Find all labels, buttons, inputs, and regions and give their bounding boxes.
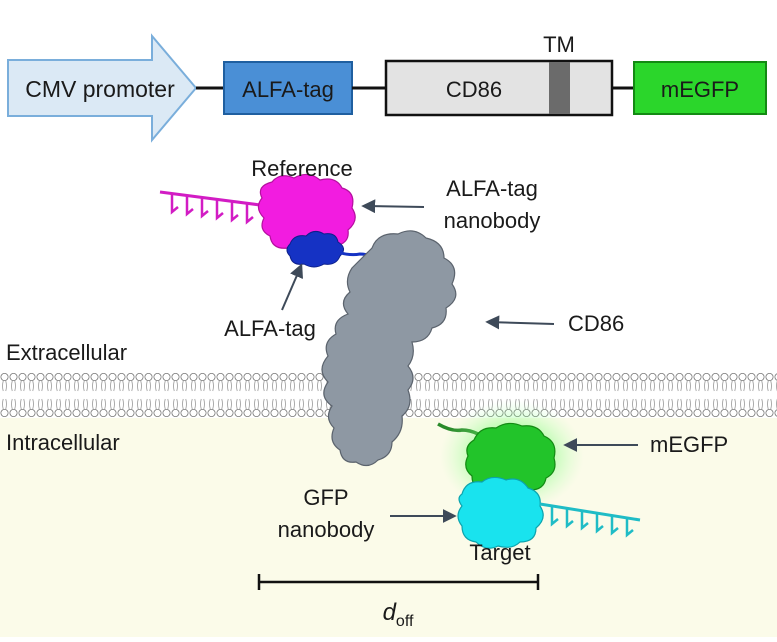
target-label: Target [469,540,530,565]
gfp-nanobody-protein [457,476,544,549]
megfp-box [633,61,767,115]
extracellular-label: Extracellular [6,340,127,365]
gfp-nanobody-label-line1: GFP [303,485,348,510]
alfa-nanobody-label-line1: ALFA-tag [446,176,538,201]
alfa-tag-box-label: ALFA-tag [242,77,334,102]
cd86-label: CD86 [568,311,624,336]
megfp-box-label: mEGFP [661,77,739,102]
distance-subscript: off [396,613,414,630]
gfp-nanobody-label-line2: nanobody [278,517,375,542]
alfa-nanobody-arrow [361,199,425,214]
reference-label: Reference [251,156,353,181]
alfa-tag-arrow [281,263,303,311]
megfp-protein [465,422,556,496]
cd86-protein [321,230,457,467]
intracellular-background [0,418,777,637]
alfa-tag-peptide [286,230,344,268]
megfp-label: mEGFP [650,432,728,457]
alfa-tag-label: ALFA-tag [224,316,316,341]
intracellular-label: Intracellular [6,430,120,455]
reference-dna-strand [159,190,269,225]
target-dna-strand [539,502,641,538]
alfa-tag-box [223,61,353,115]
alfa-nanobody-label-line2: nanobody [444,208,541,233]
gene-construct: CMV promoter ALFA-tag CD86 TM mEGFP [7,32,767,143]
distance-bar [257,574,540,590]
distance-symbol: d [383,599,397,626]
distance-label: doff [383,599,414,630]
cmv-promoter-label: CMV promoter [25,76,175,102]
tm-label: TM [543,32,575,57]
cd86-arrow [485,315,555,330]
cd86-box-label: CD86 [446,77,502,102]
tm-segment [549,62,570,114]
cmv-promoter-arrow [7,33,198,143]
